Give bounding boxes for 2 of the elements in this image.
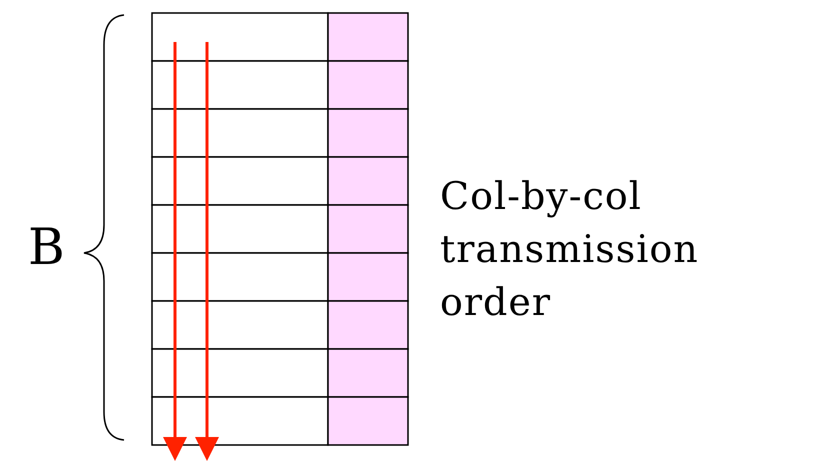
caption-text: Col-by-col transmission order: [440, 173, 700, 326]
brace-label: B: [28, 222, 65, 272]
